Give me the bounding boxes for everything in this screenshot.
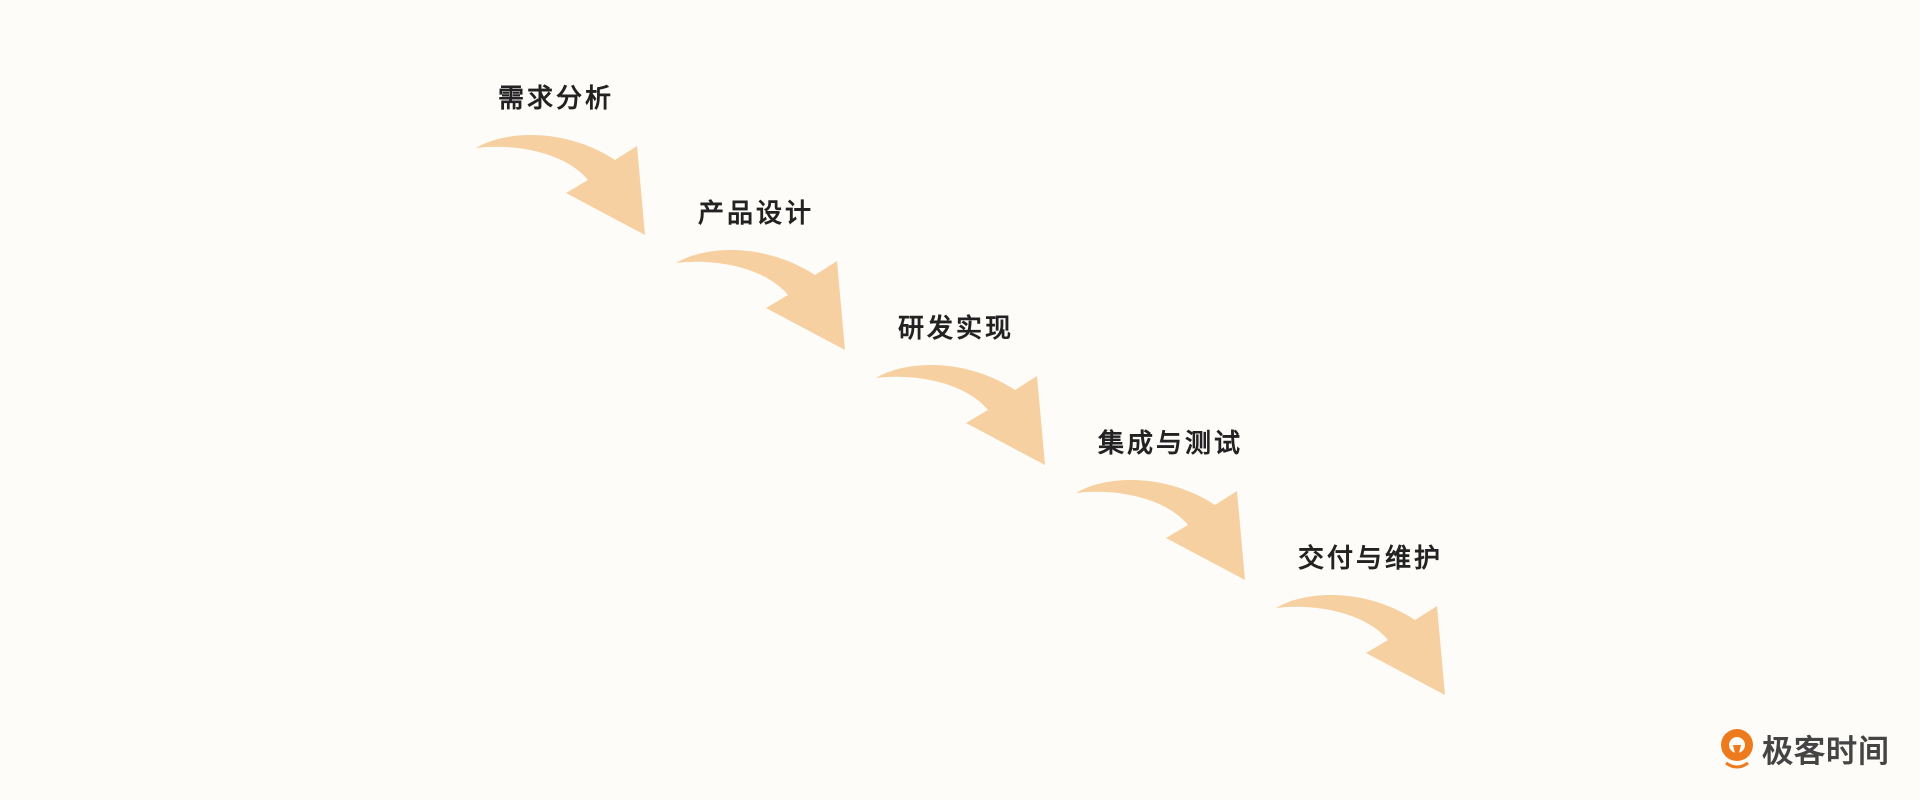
curved-arrow-icon [1276,595,1445,695]
step: 研发实现 [876,308,1076,508]
logo: 极客时间 [1718,726,1890,771]
step: 需求分析 [476,78,676,278]
logo-text: 极客时间 [1762,734,1890,770]
curved-arrow-icon [876,365,1045,465]
step-label: 需求分析 [498,84,615,114]
step: 交付与维护 [1276,538,1476,738]
step: 集成与测试 [1076,423,1276,623]
step-label: 交付与维护 [1298,544,1444,574]
step-label: 研发实现 [898,314,1015,344]
logo-icon [1721,728,1753,768]
curved-arrow-icon [676,250,845,350]
curved-arrow-icon [476,135,645,235]
curved-arrow-icon [1076,480,1245,580]
step-label: 产品设计 [698,199,815,229]
step: 产品设计 [676,193,876,393]
step-label: 集成与测试 [1098,429,1244,459]
